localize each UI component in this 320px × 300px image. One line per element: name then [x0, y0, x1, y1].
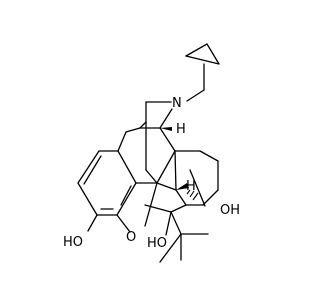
furan-ring	[116, 182, 158, 233]
nitrogen-label: N	[172, 96, 182, 111]
ring-oxygen-label: O	[126, 230, 136, 245]
stereo-h-lower-label: H	[186, 179, 196, 194]
cyclopropyl-ring	[185, 43, 220, 102]
phenol-hydroxyl-label: HO	[63, 235, 83, 250]
aromatic-ring	[77, 150, 137, 216]
tert-butyl-carbinol	[144, 204, 209, 263]
molecule-diagram: N H O HO OH HO H	[63, 43, 240, 263]
stereo-h-upper-label: H	[176, 122, 186, 137]
tertiary-hydroxyl-label: HO	[147, 236, 167, 251]
structure-canvas: N H O HO OH HO H	[63, 43, 241, 263]
hydroxyl-right-label: OH	[220, 203, 240, 218]
carbon-framework	[117, 121, 219, 213]
stereo-bonds	[160, 127, 199, 201]
nitrogen-bridge	[139, 101, 173, 129]
phenol-group	[87, 214, 98, 232]
